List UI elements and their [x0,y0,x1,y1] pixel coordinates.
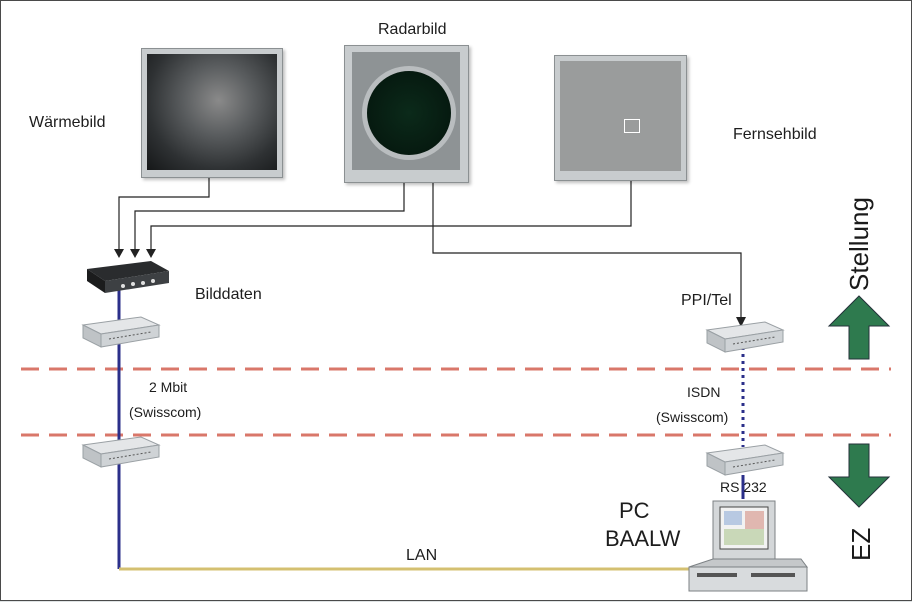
cable-radar-ppi [432,181,742,319]
label-baalw: BAALW [605,526,681,551]
label-ez: EZ [846,527,876,561]
label-ppi-tel: PPI/Tel [681,292,732,309]
modem-left-bottom [81,436,161,468]
modem-right-top [705,321,785,353]
label-pc: PC [619,498,650,523]
cable-radarbild [134,181,405,251]
radar-image [352,52,460,170]
arrow-up-stellung [827,295,891,360]
modem-left-top [81,316,161,348]
monitor-radarbild [344,45,469,183]
label-rs232: RS 232 [720,479,767,495]
label-swisscom-left: (Swisscom) [129,404,202,420]
label-radarbild: Radarbild [378,21,447,38]
label-lan: LAN [406,547,438,564]
label-fernsehbild: Fernsehbild [733,126,817,143]
monitor-fernsehbild [554,55,687,181]
label-isdn: ISDN [687,384,721,400]
thermal-image [147,54,277,170]
label-bilddaten: Bilddaten [195,286,262,303]
bilddaten-device [87,261,169,293]
label-stellung: Stellung [844,197,874,291]
modem-right-bottom [705,444,785,476]
label-waermebild: Wärmebild [29,114,106,131]
cable-fernsehbild [150,179,632,251]
pc-workstation [688,500,808,592]
label-swisscom-right: (Swisscom) [656,409,729,425]
label-2-mbit: 2 Mbit [149,379,188,395]
monitor-waermebild [141,48,283,178]
radar-scope [362,66,456,160]
tv-image [560,61,681,171]
cable-waermebild [118,176,210,251]
target-box [624,119,640,133]
arrow-down-ez [827,443,891,508]
